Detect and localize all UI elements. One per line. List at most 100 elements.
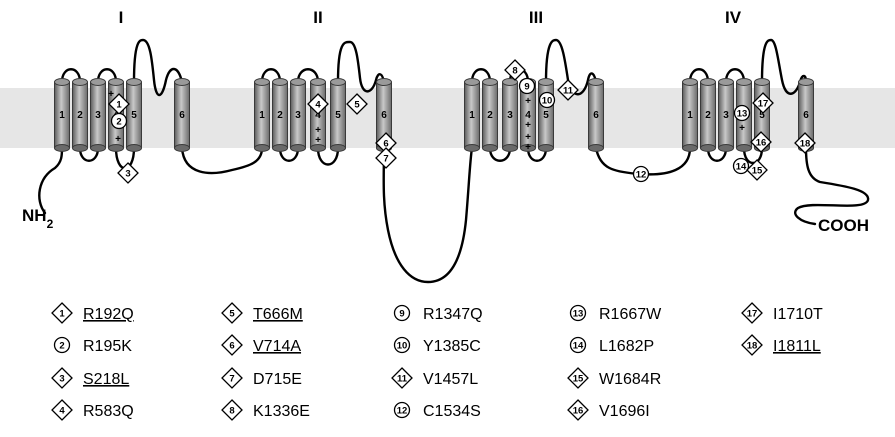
c-terminus-label: COOH (818, 216, 869, 235)
site-marker-9: 9 (518, 77, 536, 95)
marker-number: 6 (383, 138, 388, 149)
segment-number: 1 (259, 110, 265, 121)
marker-number: 4 (315, 99, 321, 110)
legend-item-5: 5 T666M (221, 302, 303, 324)
legend-marker-12: 12 (393, 401, 411, 419)
segment-number: 6 (381, 110, 387, 121)
legend-marker-18: 18 (741, 334, 763, 356)
mutation-label: V1457L (423, 371, 478, 388)
site-marker-7: 7 (375, 147, 397, 169)
domain-label-iii: III (529, 8, 543, 27)
marker-number: 8 (229, 405, 234, 416)
legend-marker-5: 5 (221, 302, 243, 324)
mutation-label: V1696I (599, 403, 650, 420)
mutation-label: V714A (253, 338, 301, 355)
marker-number: 14 (736, 161, 747, 172)
marker-number: 6 (229, 340, 234, 351)
helix-d2-s5: 5 (330, 78, 346, 152)
plus-charge: + (525, 120, 531, 131)
marker-number: 9 (524, 81, 529, 92)
segment-number: 4 (525, 110, 531, 121)
legend-item-14: 14 L1682P (569, 336, 654, 355)
mutation-label: T666M (253, 306, 303, 323)
helix-d2-s3: 3 (290, 78, 306, 152)
plus-charge: + (108, 89, 114, 100)
site-marker-14: 14 (732, 157, 750, 175)
helix-d4-s1: 1 (682, 78, 698, 152)
domain-label-i: I (119, 8, 124, 27)
legend-marker-14: 14 (569, 336, 587, 354)
legend-marker-4: 4 (51, 399, 73, 421)
legend-item-6: 6 V714A (221, 334, 301, 356)
site-marker-18: 18 (794, 132, 816, 154)
marker-number: 13 (737, 108, 748, 119)
helix-d3-s5: 5 (538, 78, 554, 152)
site-marker-8: 8 (504, 59, 526, 81)
mutation-label: Y1385C (423, 338, 481, 355)
domain-label-ii: II (313, 8, 322, 27)
site-marker-4: 4 (307, 93, 329, 115)
segment-number: 4 (315, 110, 321, 121)
s4-charges: + + + + + + + + + (108, 89, 745, 153)
helix-d4-s2: 2 (700, 78, 716, 152)
helix-d1-s2: 2 (72, 78, 88, 152)
marker-number: 2 (59, 340, 64, 351)
marker-number: 17 (758, 98, 769, 109)
plus-charge: + (739, 123, 745, 134)
segment-number: 6 (593, 110, 599, 121)
site-marker-15: 15 (746, 159, 768, 181)
legend-item-15: 15 W1684R (567, 367, 661, 389)
legend-marker-13: 13 (569, 304, 587, 322)
marker-number: 16 (756, 137, 767, 148)
mutation-label: R1347Q (423, 306, 483, 323)
plus-charge: + (315, 135, 321, 146)
legend-marker-7: 7 (221, 367, 243, 389)
helix-d1-s1: 1 (54, 78, 70, 152)
marker-number: 18 (800, 138, 811, 149)
segment-number: 2 (77, 110, 83, 121)
site-marker-3: 3 (117, 162, 139, 184)
legend-marker-9: 9 (393, 304, 411, 322)
marker-number: 7 (229, 373, 234, 384)
segment-number: 5 (131, 110, 137, 121)
helix-d4-s3: 3 (718, 78, 734, 152)
site-marker-10: 10 (538, 91, 556, 109)
mutation-label: W1684R (599, 371, 661, 388)
marker-number: 16 (573, 405, 584, 416)
mutation-label: L1682P (599, 338, 654, 355)
legend-marker-8: 8 (221, 399, 243, 421)
segment-number: 3 (95, 110, 101, 121)
segment-number: 2 (277, 110, 283, 121)
site-marker-2: 2 (110, 112, 128, 130)
legend-item-2: 2 R195K (53, 336, 132, 355)
segment-number: 6 (179, 110, 185, 121)
helix-d3-s6: 6 (588, 78, 604, 152)
marker-number: 17 (747, 308, 758, 319)
segment-number: 3 (507, 110, 513, 121)
marker-number: 10 (397, 340, 408, 351)
marker-number: 9 (399, 308, 404, 319)
legend-marker-16: 16 (567, 399, 589, 421)
site-marker-11: 11 (557, 79, 579, 101)
marker-number: 18 (747, 340, 758, 351)
legend-marker-1: 1 (51, 302, 73, 324)
plus-charge: + (115, 134, 121, 145)
legend-item-16: 16 V1696I (567, 399, 650, 421)
mutation-label: R583Q (83, 403, 134, 420)
site-marker-12: 12 (632, 165, 650, 183)
segment-number: 5 (543, 110, 549, 121)
legend-marker-15: 15 (567, 367, 589, 389)
legend-marker-17: 17 (741, 302, 763, 324)
marker-number: 12 (636, 169, 647, 180)
legend-marker-6: 6 (221, 334, 243, 356)
helix-d1-s6: 6 (174, 78, 190, 152)
helix-d3-s4: 4 (520, 78, 536, 152)
legend-marker-3: 3 (51, 367, 73, 389)
mutation-label: R195K (83, 338, 132, 355)
